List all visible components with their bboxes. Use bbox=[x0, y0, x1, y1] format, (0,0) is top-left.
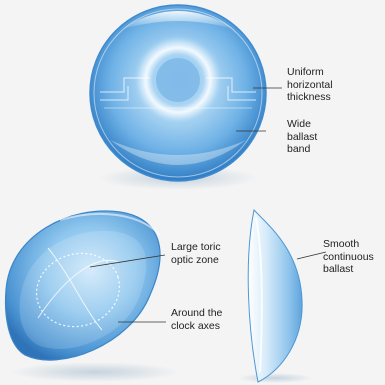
label-line: ballast bbox=[323, 263, 374, 276]
label-line: band bbox=[287, 143, 317, 156]
label-line: Around the bbox=[171, 307, 222, 320]
leader-smooth-ballast bbox=[297, 252, 326, 259]
front-view-lens bbox=[90, 5, 266, 190]
label-line: continuous bbox=[323, 251, 374, 264]
label-line: clock axes bbox=[171, 320, 222, 333]
label-line: thickness bbox=[287, 91, 333, 104]
label-line: horizontal bbox=[287, 79, 333, 92]
label-line: Wide bbox=[287, 118, 317, 131]
tilted-view-lens bbox=[6, 211, 180, 382]
label-line: ballast bbox=[287, 131, 317, 144]
label-smooth-ballast: Smooth continuous ballast bbox=[323, 238, 374, 276]
label-uniform-thickness: Uniform horizontal thickness bbox=[287, 66, 333, 104]
label-wide-ballast: Wide ballast band bbox=[287, 118, 317, 156]
label-line: optic zone bbox=[171, 254, 221, 267]
label-line: Large toric bbox=[171, 241, 221, 254]
label-line: Smooth bbox=[323, 238, 374, 251]
side-view-lens bbox=[237, 210, 313, 383]
label-line: Uniform bbox=[287, 66, 333, 79]
label-toric-zone: Large toric optic zone bbox=[171, 241, 221, 266]
label-clock-axes: Around the clock axes bbox=[171, 307, 222, 332]
